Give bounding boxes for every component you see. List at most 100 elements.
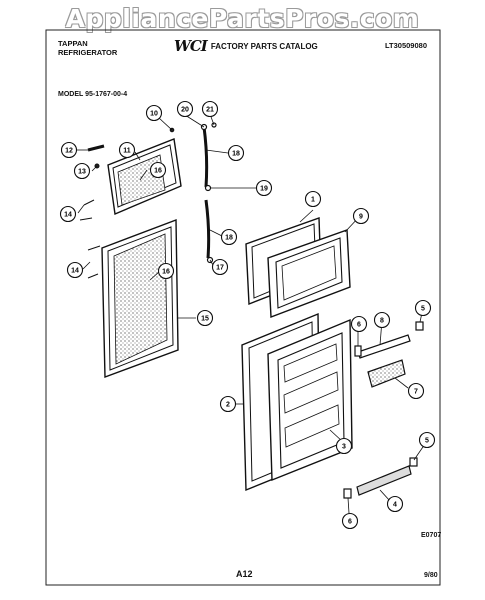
fresh-food-inner-door — [267, 318, 353, 482]
callout-circle — [145, 104, 163, 122]
callout-circle — [407, 382, 425, 400]
callout-number: 5 — [425, 438, 429, 445]
door-shelf-parts — [354, 321, 424, 388]
callout-number: 12 — [65, 148, 73, 155]
callout-6: 6 — [350, 315, 368, 333]
callout-circle — [176, 100, 194, 118]
callout-1: 1 — [304, 190, 322, 208]
callout-20: 20 — [176, 100, 194, 118]
callout-number: 20 — [181, 107, 189, 114]
callout-number: 18 — [225, 235, 233, 242]
catalog-heading: WCI FACTORY PARTS CATALOG — [174, 37, 318, 55]
fasteners — [79, 127, 175, 279]
callout-circle — [201, 100, 219, 118]
brand-name: TAPPAN — [58, 39, 88, 48]
callout-number: 2 — [226, 402, 230, 409]
callout-circle — [386, 495, 404, 513]
callout-number: 6 — [348, 519, 352, 526]
callout-number: 16 — [154, 168, 162, 175]
callout-circle — [219, 395, 237, 413]
callout-circle — [414, 299, 432, 317]
callout-number: 3 — [342, 444, 346, 451]
page-number: A12 — [236, 569, 253, 579]
callout-number: 18 — [232, 151, 240, 158]
callout-number: 16 — [162, 269, 170, 276]
catalog-date: 9/80 — [424, 572, 438, 579]
callout-16: 16 — [157, 262, 175, 280]
callout-18: 18 — [220, 228, 238, 246]
callout-5: 5 — [418, 431, 436, 449]
callout-8: 8 — [373, 311, 391, 329]
callout-number: 11 — [123, 148, 131, 155]
callout-circle — [418, 431, 436, 449]
callout-number: 14 — [71, 268, 79, 275]
catalog-number: LT30509080 — [385, 41, 427, 50]
callout-circle — [118, 141, 136, 159]
callout-circle — [60, 141, 78, 159]
callout-14: 14 — [59, 205, 77, 223]
door-handles — [200, 122, 217, 264]
callout-circle — [304, 190, 322, 208]
callout-19: 19 — [255, 179, 273, 197]
callout-number: 5 — [421, 306, 425, 313]
callout-6: 6 — [341, 512, 359, 530]
freezer-inner-door — [267, 229, 351, 318]
lower-bar-parts — [343, 457, 418, 499]
callout-number: 1 — [311, 197, 315, 204]
callout-circle — [59, 205, 77, 223]
callout-number: 13 — [78, 169, 86, 176]
callout-number: 6 — [357, 322, 361, 329]
callout-5: 5 — [414, 299, 432, 317]
callout-circle — [352, 207, 370, 225]
page-border — [45, 29, 441, 586]
figure-code: E0707 — [421, 532, 442, 539]
callout-9: 9 — [352, 207, 370, 225]
callout-circle — [211, 258, 229, 276]
callout-14: 14 — [66, 261, 84, 279]
callout-circle — [149, 161, 167, 179]
callout-number: 8 — [380, 318, 384, 325]
callout-number: 7 — [414, 389, 418, 396]
callout-circle — [157, 262, 175, 280]
callout-circle — [73, 162, 91, 180]
callout-7: 7 — [407, 382, 425, 400]
callout-circle — [227, 144, 245, 162]
freezer-door-panel — [107, 138, 182, 215]
callout-circle — [66, 261, 84, 279]
catalog-title: FACTORY PARTS CATALOG — [210, 41, 318, 51]
callout-circle — [350, 315, 368, 333]
callout-21: 21 — [201, 100, 219, 118]
brand-block: TAPPAN REFRIGERATOR — [58, 39, 117, 57]
callout-circle — [220, 228, 238, 246]
callout-number: 19 — [260, 186, 268, 193]
model-number: MODEL 95-1767-00-4 — [58, 91, 128, 98]
callout-circle — [373, 311, 391, 329]
callout-number: 4 — [393, 502, 397, 509]
callout-3: 3 — [335, 437, 353, 455]
callout-circle — [255, 179, 273, 197]
callout-number: 14 — [64, 212, 72, 219]
callout-number: 10 — [150, 111, 158, 118]
callout-12: 12 — [60, 141, 78, 159]
watermark: AppliancePartsPros.com — [65, 4, 420, 33]
callout-13: 13 — [73, 162, 91, 180]
fresh-food-door-panel — [101, 218, 179, 378]
wci-logo: WCI — [174, 37, 208, 55]
callout-number: 9 — [359, 214, 363, 221]
callout-2: 2 — [219, 395, 237, 413]
callout-17: 17 — [211, 258, 229, 276]
callout-circle — [335, 437, 353, 455]
callout-number: 17 — [216, 265, 224, 272]
callout-number: 15 — [201, 316, 209, 323]
callout-circle — [196, 309, 214, 327]
callout-11: 11 — [118, 141, 136, 159]
callout-15: 15 — [196, 309, 214, 327]
callout-number: 21 — [206, 107, 214, 114]
callout-circle — [341, 512, 359, 530]
callout-4: 4 — [386, 495, 404, 513]
callout-10: 10 — [145, 104, 163, 122]
product-type: REFRIGERATOR — [58, 48, 118, 57]
